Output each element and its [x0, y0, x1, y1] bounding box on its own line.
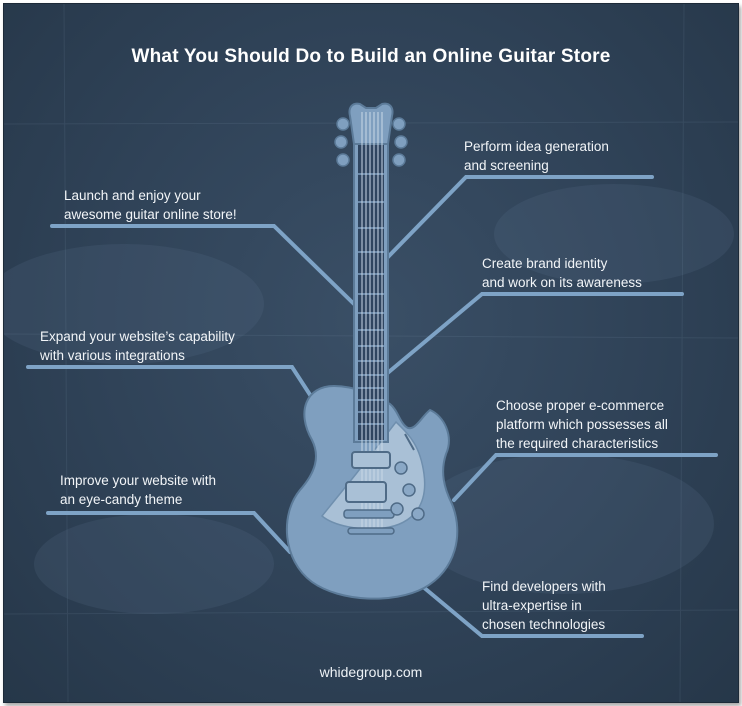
guitar-illustration — [285, 102, 459, 600]
selector-switch — [404, 433, 415, 451]
step-developers-line1: Find developers with — [482, 579, 606, 594]
step-launch-line1: Launch and enjoy your — [64, 188, 201, 203]
tailpiece — [347, 527, 395, 535]
step-eye-candy-theme: Improve your website with an eye-candy t… — [60, 471, 216, 509]
neck-pickup — [351, 451, 391, 469]
connector-brand — [382, 292, 684, 378]
step-platform-line2: platform which possesses all — [496, 417, 668, 432]
step-idea-line1: Perform idea generation — [464, 139, 609, 154]
connector-developers — [420, 584, 644, 638]
step-brand-line2: and work on its awareness — [482, 275, 642, 290]
connector-launch — [50, 224, 356, 306]
step-developers-line3: chosen technologies — [482, 617, 606, 632]
step-theme-line2: an eye-candy theme — [60, 492, 183, 507]
step-developers-line2: ultra-expertise in — [482, 598, 582, 613]
connector-integrations — [26, 365, 318, 406]
page-title: What You Should Do to Build an Online Gu… — [131, 46, 611, 67]
step-theme-line1: Improve your website with — [60, 473, 217, 488]
step-integrations: Expand your website’s capability with va… — [40, 327, 235, 365]
tuning-pegs — [334, 117, 408, 167]
step-find-developers: Find developers with ultra-expertise in … — [482, 577, 606, 634]
step-launch-line2: awesome guitar online store! — [64, 207, 237, 222]
footer-website: whidegroup.com — [319, 664, 423, 680]
infographic-poster: What You Should Do to Build an Online Gu… — [3, 3, 739, 703]
step-ecommerce-platform: Choose proper e-commerce platform which … — [496, 396, 668, 453]
step-platform-line3: the required characteristics — [496, 436, 659, 451]
step-launch-store: Launch and enjoy your awesome guitar onl… — [64, 186, 237, 224]
step-brand-line1: Create brand identity — [482, 256, 608, 271]
connector-theme — [46, 511, 292, 554]
connector-idea — [384, 175, 654, 261]
bridge — [343, 509, 395, 519]
bridge-pickup — [345, 481, 387, 503]
step-idea-line2: and screening — [464, 158, 549, 173]
guitar-diagram — [26, 102, 718, 638]
step-brand-identity: Create brand identity and work on its aw… — [482, 254, 642, 292]
step-integrations-line1: Expand your website’s capability — [40, 329, 235, 344]
connector-platform — [452, 453, 718, 502]
step-platform-line1: Choose proper e-commerce — [496, 398, 665, 413]
step-integrations-line2: with various integrations — [40, 348, 185, 363]
grunge-texture — [4, 4, 738, 702]
headstock — [348, 102, 394, 145]
control-knobs — [390, 461, 425, 521]
step-idea-generation: Perform idea generation and screening — [464, 137, 609, 175]
